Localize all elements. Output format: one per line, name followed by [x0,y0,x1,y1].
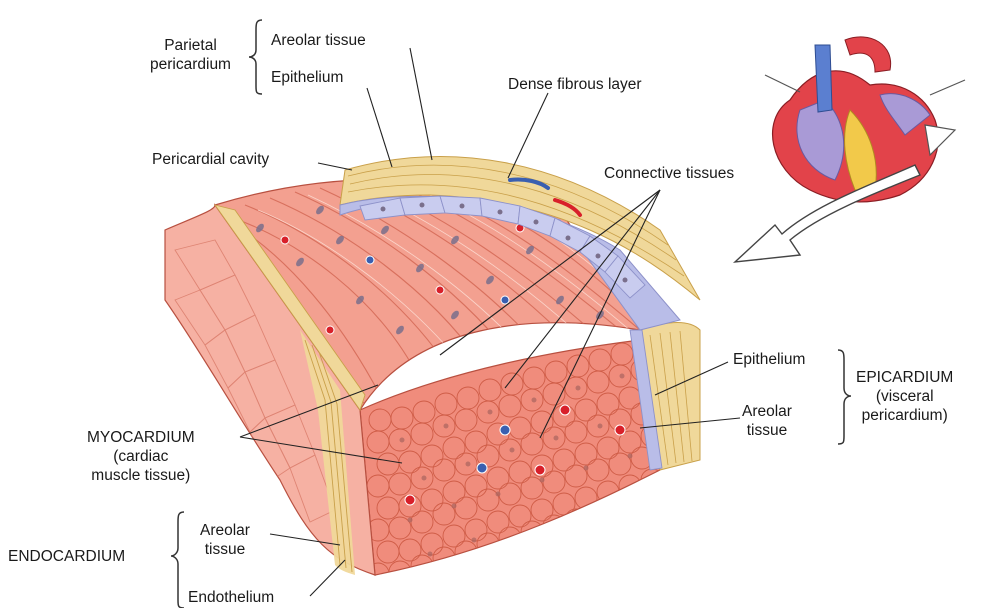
epicardium-bracket [838,350,851,444]
myocardium-line-1: MYOCARDIUM [87,428,195,447]
connective-tissues-label: Connective tissues [604,164,734,183]
areolar-tissue-bottom-label: Areolar tissue [200,521,250,559]
areolar-bottom-line-1: Areolar [200,521,250,540]
parietal-line-1: Parietal [150,36,231,55]
myocardium-label: MYOCARDIUM (cardiac muscle tissue) [87,428,195,485]
areolar-right-line-2: tissue [742,421,792,440]
endothelium-label: Endothelium [188,588,274,607]
heart-inset [765,37,965,202]
epicardium-line-3: pericardium) [856,406,953,425]
parietal-line-2: pericardium [150,55,231,74]
areolar-bottom-line-2: tissue [200,540,250,559]
epithelium-right-label: Epithelium [733,350,805,369]
pericardial-cavity-label: Pericardial cavity [152,150,269,169]
areolar-tissue-right-label: Areolar tissue [742,402,792,440]
epicardium-line-2: (visceral [856,387,953,406]
endocardium-label: ENDOCARDIUM [8,547,125,566]
areolar-tissue-top-label: Areolar tissue [271,31,366,50]
myocardium-front-face [360,337,663,607]
parietal-pericardium-label: Parietal pericardium [150,36,231,74]
myocardium-line-2: (cardiac [87,447,195,466]
endocardium-bracket [171,512,184,608]
areolar-right-line-1: Areolar [742,402,792,421]
epicardium-label: EPICARDIUM (visceral pericardium) [856,368,953,425]
epicardium-line-1: EPICARDIUM [856,368,953,387]
dense-fibrous-layer-label: Dense fibrous layer [508,75,642,94]
epithelium-top-label: Epithelium [271,68,343,87]
myocardium-line-3: muscle tissue) [87,466,195,485]
parietal-bracket [249,20,262,94]
